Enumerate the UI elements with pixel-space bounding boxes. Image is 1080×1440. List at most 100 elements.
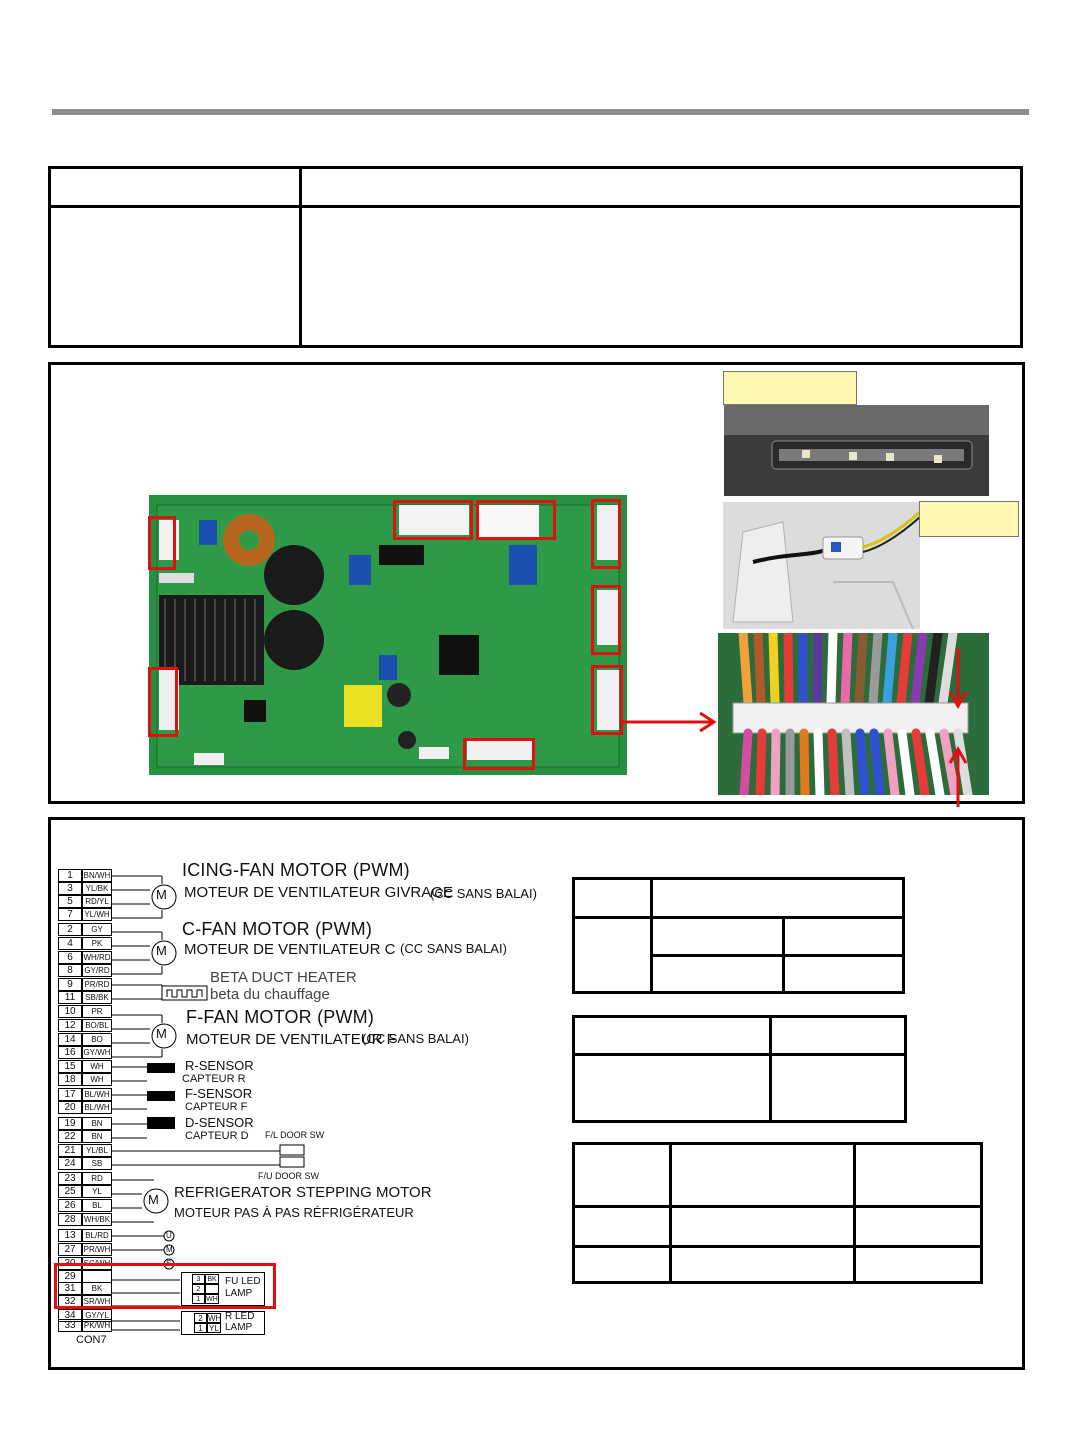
table-b-hline bbox=[575, 1053, 904, 1056]
led-lamp-photo bbox=[724, 405, 989, 496]
pin-wire-color: WH bbox=[82, 1073, 112, 1086]
icing-fan-motor-symbol bbox=[112, 875, 177, 919]
stepping-motor-letter: M bbox=[148, 1192, 159, 1207]
beta-heater-symbol bbox=[112, 984, 208, 1001]
table-c-hline2 bbox=[575, 1245, 980, 1248]
r-led-label2: LAMP bbox=[225, 1322, 253, 1333]
pin-wire-color: PR/RD bbox=[82, 978, 112, 991]
f-fan-motor-letter: M bbox=[156, 1026, 167, 1041]
pin-number: 7 bbox=[58, 908, 82, 921]
pin-wire-color: SB bbox=[82, 1157, 112, 1170]
highlight-connector-top-1 bbox=[393, 500, 473, 540]
pin-number: 10 bbox=[58, 1005, 82, 1018]
pin-wire-color: GY/WH bbox=[82, 1046, 112, 1059]
f-fan-subtitle: MOTEUR DE VENTILATEUR F bbox=[186, 1031, 396, 1048]
pin-wire-color: RD/YL bbox=[82, 895, 112, 908]
pin-wire-color: YL bbox=[82, 1185, 112, 1198]
icing-fan-subtitle: MOTEUR DE VENTILATEUR GIVRAGE bbox=[184, 884, 453, 901]
c-fan-note: (CC SANS BALAI) bbox=[400, 941, 507, 956]
fu-led-label1: FU LED bbox=[225, 1276, 261, 1287]
highlight-fu-led bbox=[54, 1263, 276, 1309]
table-a-hline2 bbox=[653, 954, 902, 957]
pin-wire-color: BN bbox=[82, 1117, 112, 1130]
pin-number: 12 bbox=[58, 1019, 82, 1032]
stepping-motor-symbol bbox=[112, 1179, 169, 1223]
fu-led-pin: 3 bbox=[192, 1274, 205, 1284]
beta-heater-title: BETA DUCT HEATER bbox=[210, 969, 357, 986]
pin-number: 31 bbox=[58, 1282, 82, 1295]
fu-door-label: F/U DOOR SW bbox=[258, 1171, 319, 1181]
f-fan-motor-symbol bbox=[112, 1014, 177, 1058]
pin-number: 21 bbox=[58, 1144, 82, 1157]
icing-fan-title: ICING-FAN MOTOR (PWM) bbox=[182, 860, 410, 880]
pin-wire-color: WH bbox=[82, 1060, 112, 1073]
pin-number: 17 bbox=[58, 1088, 82, 1101]
pin-wire-color: BL/WH bbox=[82, 1101, 112, 1114]
icing-fan-note: (CC SANS BALAI) bbox=[430, 886, 537, 901]
r-sensor-symbol bbox=[112, 1063, 175, 1082]
pin-wire-color: BN bbox=[82, 1130, 112, 1143]
stepping-subtitle: MOTEUR PAS À PAS RÉFRIGÉRATEUR bbox=[174, 1205, 414, 1220]
pin-wire-color: SB/BK bbox=[82, 991, 112, 1004]
r-led-label1: R LED bbox=[225, 1311, 255, 1322]
signal-m-letter: M bbox=[166, 1245, 173, 1254]
c-fan-motor-symbol bbox=[112, 931, 177, 975]
pin-wire-color: BO bbox=[82, 1033, 112, 1046]
f-fan-note: (CC SANS BALAI) bbox=[362, 1031, 469, 1046]
fu-led-color bbox=[205, 1284, 219, 1294]
highlight-connector-right-2 bbox=[591, 585, 621, 655]
pin-wire-color: RD bbox=[82, 1172, 112, 1185]
pin-number: 19 bbox=[58, 1117, 82, 1130]
c-fan-motor-letter: M bbox=[156, 943, 167, 958]
fu-led-color: BK bbox=[205, 1274, 219, 1284]
pin-number: 20 bbox=[58, 1101, 82, 1114]
pin-number: 9 bbox=[58, 978, 82, 991]
table-c-vline1 bbox=[669, 1145, 672, 1281]
r-led-color: YL bbox=[207, 1323, 221, 1333]
f-sensor-subtitle: CAPTEUR F bbox=[185, 1101, 248, 1113]
fu-led-pin: 2 bbox=[192, 1284, 205, 1294]
pin-wire-color: GY/RD bbox=[82, 964, 112, 977]
pin-number: 4 bbox=[58, 937, 82, 950]
pin-number: 8 bbox=[58, 964, 82, 977]
pin-number: 26 bbox=[58, 1199, 82, 1212]
pin-number: 16 bbox=[58, 1046, 82, 1059]
pin-wire-color: BL/RD bbox=[82, 1229, 112, 1242]
label-tag-1 bbox=[723, 371, 857, 405]
stepping-title: REFRIGERATOR STEPPING MOTOR bbox=[174, 1184, 432, 1201]
r-led-color: WH bbox=[207, 1313, 222, 1323]
pin-number: 25 bbox=[58, 1185, 82, 1198]
pin-wire-color: PK bbox=[82, 937, 112, 950]
table-b bbox=[572, 1015, 907, 1123]
wire-connector-photo bbox=[723, 502, 921, 630]
d-sensor-symbol bbox=[112, 1117, 175, 1139]
pin-number: 15 bbox=[58, 1060, 82, 1073]
pin-number: 34 bbox=[58, 1309, 82, 1322]
table-a-hline1 bbox=[575, 916, 902, 919]
pin-wire-color: BN/WH bbox=[82, 869, 112, 882]
pin-wire-color: WH/RD bbox=[82, 951, 112, 964]
arrow-up-icon bbox=[948, 745, 968, 807]
led-lamp-illustration bbox=[724, 405, 989, 496]
pin-number: 33 bbox=[58, 1319, 82, 1332]
pin-wire-color: YL/BL bbox=[82, 1144, 112, 1157]
pin-number: 1 bbox=[58, 869, 82, 882]
table-c-vline2 bbox=[853, 1145, 856, 1281]
r-led-connector bbox=[181, 1311, 265, 1335]
harness-photo bbox=[718, 628, 989, 800]
d-sensor-title: D-SENSOR bbox=[185, 1115, 254, 1130]
pin-wire-color: PR/WH bbox=[82, 1243, 112, 1256]
r-sensor-title: R-SENSOR bbox=[185, 1058, 254, 1073]
signal-u-letter: U bbox=[166, 1231, 172, 1240]
pin-wire-color: YL/WH bbox=[82, 908, 112, 921]
pin-number: 2 bbox=[58, 923, 82, 936]
highlight-connector-bottom bbox=[463, 738, 535, 770]
c-fan-subtitle: MOTEUR DE VENTILATEUR C bbox=[184, 941, 396, 958]
highlight-connector-top-2 bbox=[476, 500, 556, 540]
d-sensor-subtitle: CAPTEUR D bbox=[185, 1130, 249, 1142]
fu-led-connector bbox=[181, 1272, 265, 1306]
header-rule bbox=[52, 109, 1029, 115]
table-c-hline1 bbox=[575, 1205, 980, 1208]
table-c bbox=[572, 1142, 983, 1284]
pin-number: 3 bbox=[58, 882, 82, 895]
